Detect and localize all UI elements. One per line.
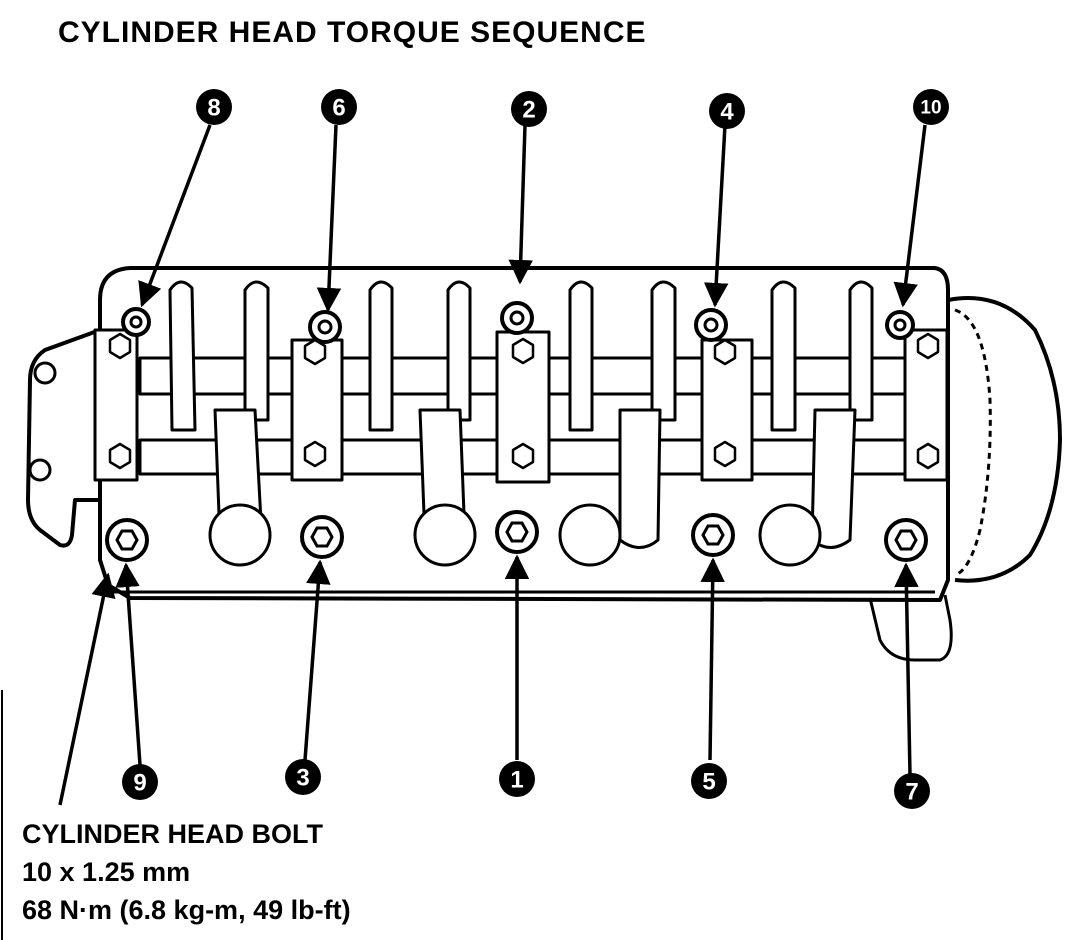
- callout-top-2: 6: [321, 89, 357, 125]
- callout-bottom-1-label: 9: [133, 770, 146, 797]
- callout-arrows: [58, 124, 927, 806]
- callout-bottom-5-label: 7: [905, 779, 918, 806]
- arrow-top-6: [316, 124, 342, 313]
- head-bolt-bottom-3: [300, 515, 344, 559]
- callout-top-2-label: 6: [332, 95, 345, 122]
- head-bolt-bottom-7: [884, 518, 928, 562]
- bolt-spec-torque: 68 N·m (6.8 kg-m, 49 lb-ft): [22, 895, 351, 925]
- diagram-title: CYLINDER HEAD TORQUE SEQUENCE: [58, 16, 647, 49]
- sequence-callouts: 8 6 2 4 10 9 3 1: [122, 89, 949, 809]
- arrow-top-2: [508, 124, 533, 285]
- bolt-spec-size: 10 x 1.25 mm: [22, 857, 191, 887]
- callout-top-1: 8: [196, 89, 232, 125]
- callout-top-4-label: 4: [720, 99, 734, 126]
- arrow-bolt-label: [58, 572, 116, 806]
- callout-bottom-3-label: 1: [510, 767, 523, 794]
- arrow-bottom-7: [894, 562, 919, 776]
- bolt-spec-name: CYLINDER HEAD BOLT: [22, 819, 323, 849]
- arrow-top-10: [893, 124, 927, 308]
- arrow-top-8: [138, 124, 212, 308]
- cylinder-head-illustration: [26, 266, 1062, 662]
- head-bolt-top-8: [121, 307, 151, 337]
- callout-top-3: 2: [511, 91, 547, 127]
- head-bolt-bottom-9: [105, 518, 149, 562]
- callout-bottom-3: 1: [499, 761, 535, 797]
- head-bolt-top-6: [308, 310, 342, 344]
- callout-bottom-4: 5: [691, 763, 727, 799]
- callout-bottom-2: 3: [285, 759, 321, 795]
- callout-bottom-1: 9: [122, 764, 158, 800]
- arrow-bottom-9: [115, 562, 142, 766]
- callout-top-4: 4: [709, 93, 745, 129]
- bolt-spec-block: CYLINDER HEAD BOLT 10 x 1.25 mm 68 N·m (…: [22, 815, 351, 929]
- arrow-bottom-5: [700, 557, 725, 761]
- callout-top-3-label: 2: [522, 97, 535, 124]
- callout-top-5: 10: [913, 89, 949, 125]
- head-bolt-bottom-5: [691, 513, 735, 557]
- callout-bottom-4-label: 5: [702, 769, 715, 796]
- callout-bottom-2-label: 3: [296, 765, 309, 792]
- head-bolt-bottom-1: [495, 510, 539, 554]
- callout-top-5-label: 10: [920, 98, 941, 119]
- arrow-top-4: [703, 124, 729, 308]
- callout-top-1-label: 8: [207, 95, 220, 122]
- arrow-bottom-3: [303, 559, 331, 761]
- callout-bottom-5: 7: [894, 773, 930, 809]
- head-bolt-top-2: [500, 301, 534, 335]
- head-bolt-top-10: [885, 310, 915, 340]
- head-bolt-top-4: [694, 308, 728, 342]
